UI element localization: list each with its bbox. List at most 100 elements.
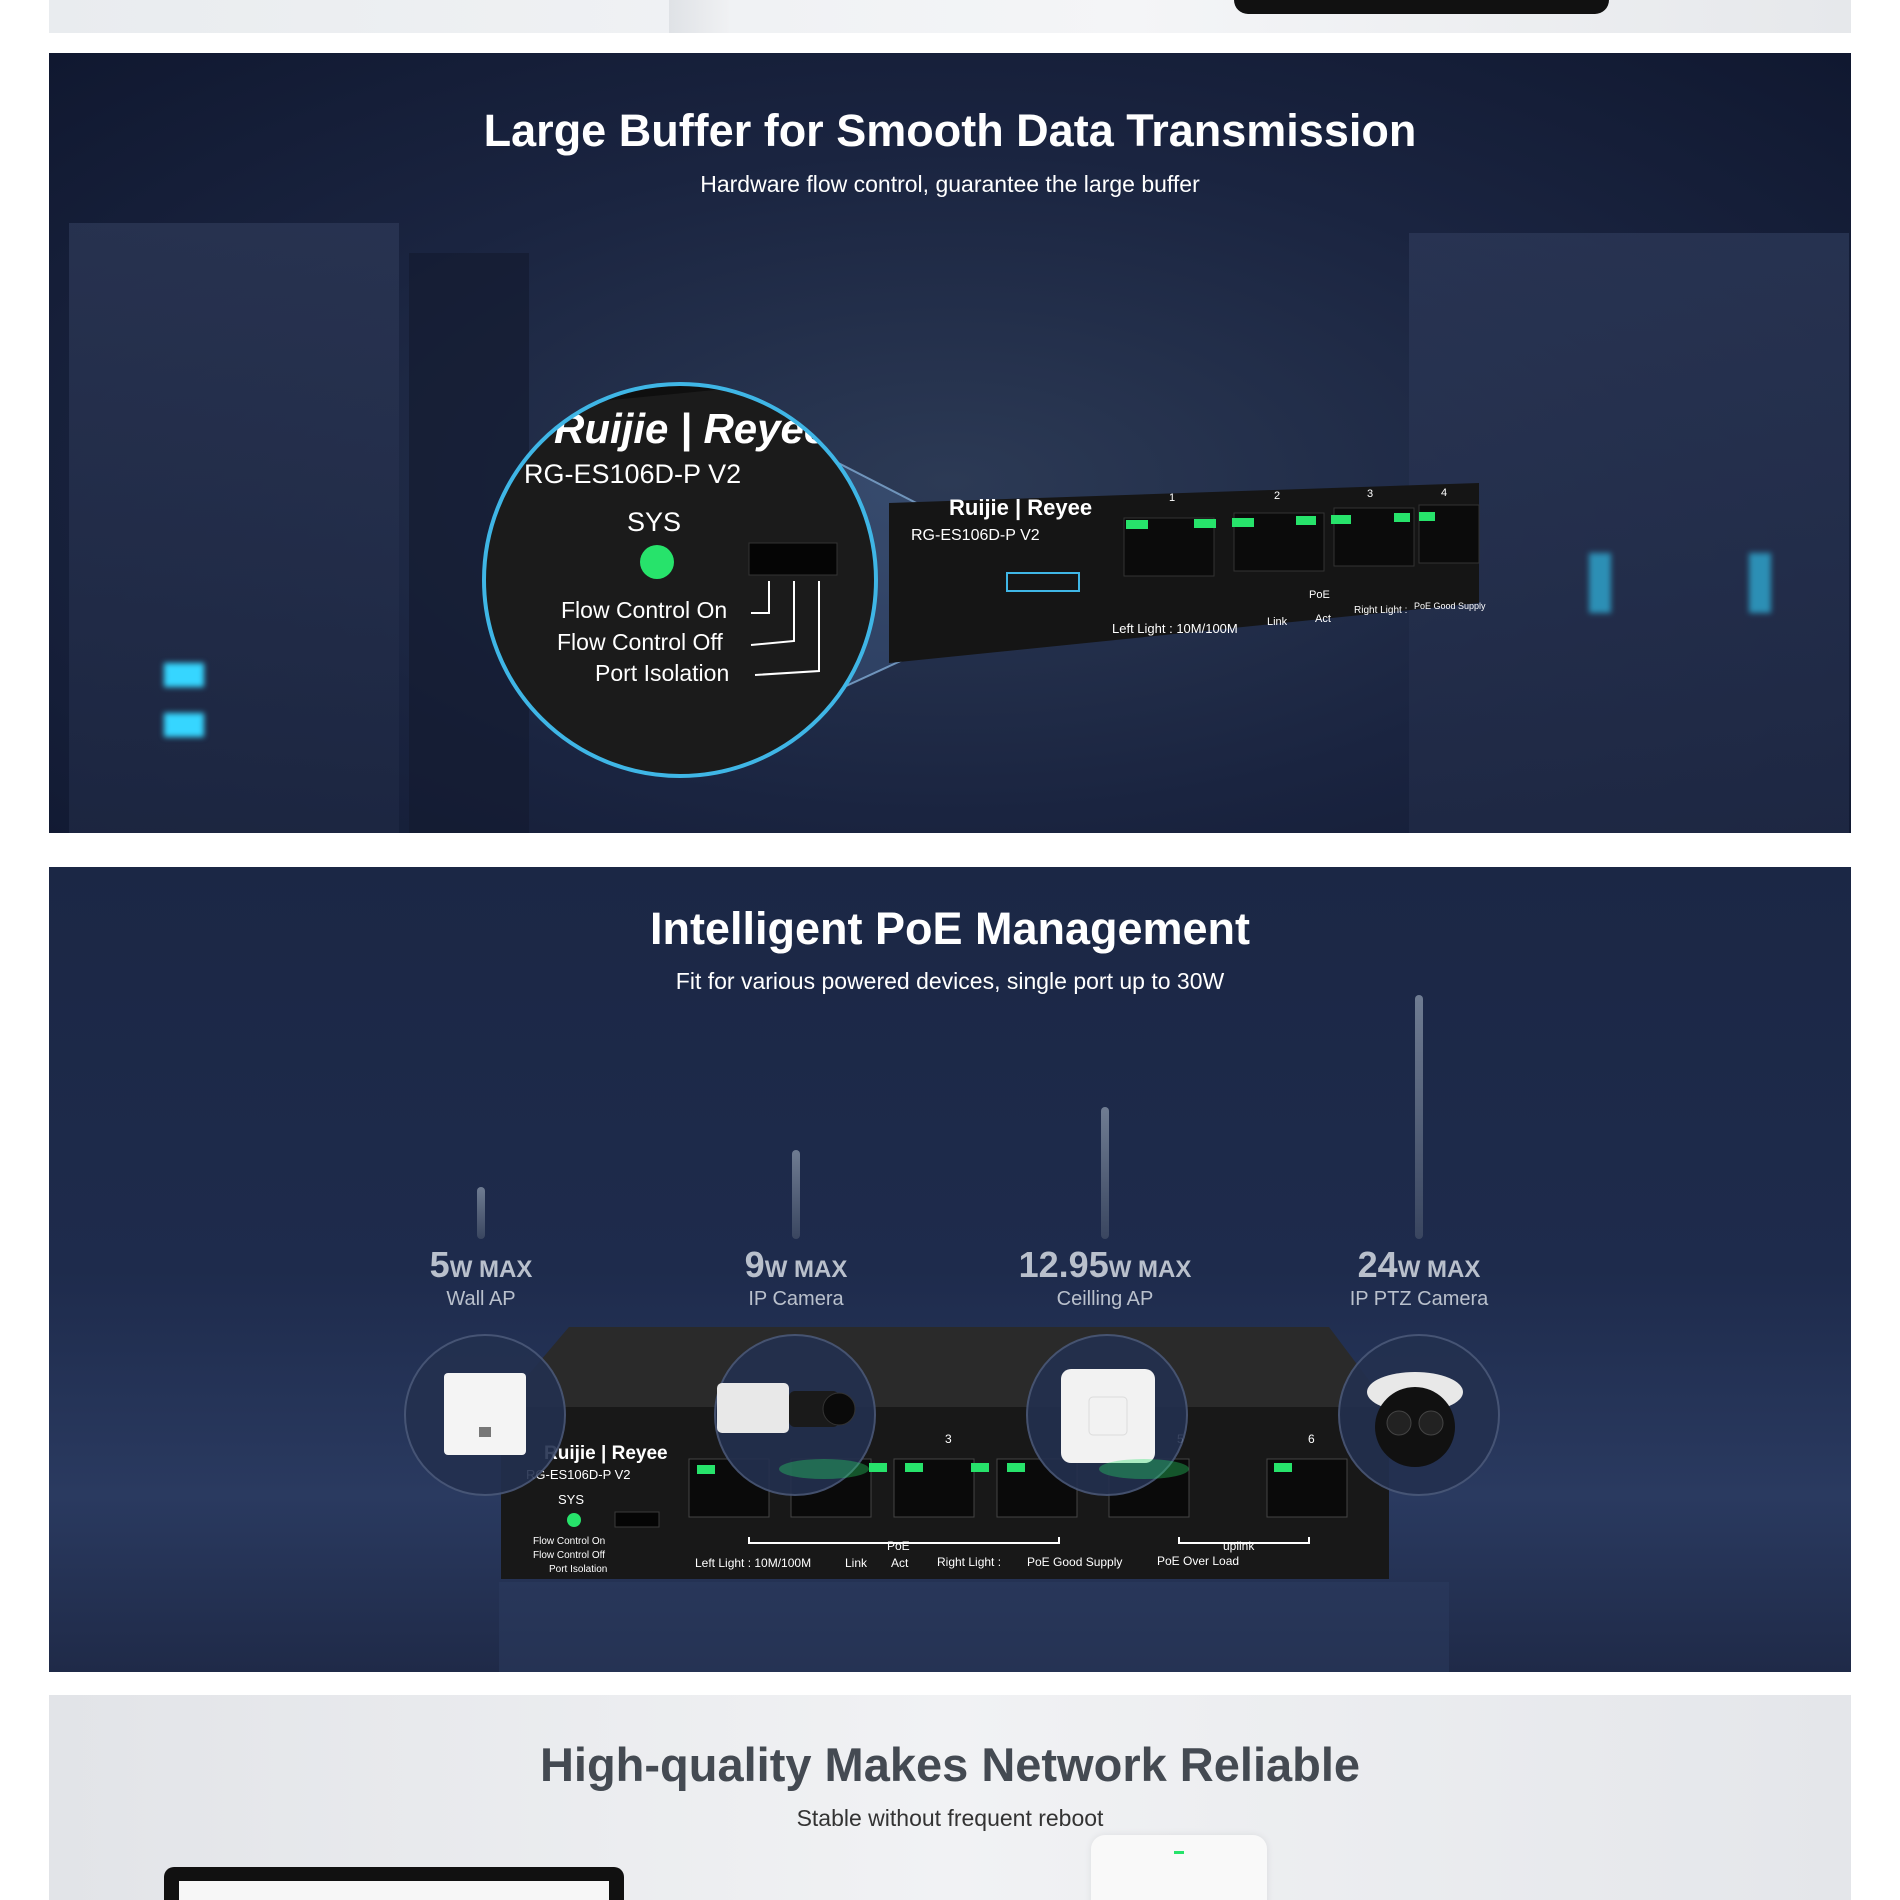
power-unit: W MAX <box>1108 1256 1192 1283</box>
uplink-bracket <box>1178 1537 1310 1544</box>
poe-label: PoE <box>887 1539 910 1553</box>
quality-section: High-quality Makes Network Reliable Stab… <box>49 1695 1851 1900</box>
sys-led <box>640 545 674 579</box>
device-name: IP Camera <box>748 1288 844 1310</box>
rack-light-3 <box>1589 553 1611 613</box>
power-bar <box>1101 1107 1109 1239</box>
port-number: 2 <box>1274 490 1280 502</box>
power-bar <box>1415 995 1423 1239</box>
power-value: 24 <box>1357 1244 1398 1285</box>
power-bar <box>792 1150 800 1239</box>
sys-led <box>567 1513 581 1527</box>
section-subtitle: Hardware flow control, guarantee the lar… <box>700 171 1200 197</box>
led-2 <box>1194 519 1216 528</box>
rack-left <box>69 223 399 833</box>
ptz-camera-device <box>1338 1334 1500 1496</box>
zoom-panel <box>484 384 876 776</box>
led-5 <box>1331 515 1351 524</box>
port-number: 6 <box>1308 1432 1315 1446</box>
device-name: IP PTZ Camera <box>1349 1288 1489 1310</box>
previous-section-strip <box>49 0 1851 33</box>
switch-flow-off: Flow Control Off <box>533 1550 605 1561</box>
act-label: Act <box>891 1556 909 1570</box>
poe-bracket <box>748 1537 1060 1544</box>
power-bar <box>477 1187 485 1239</box>
section-title: Intelligent PoE Management <box>649 903 1251 954</box>
section-title: High-quality Makes Network Reliable <box>539 1738 1361 1791</box>
zoom-dip-switch <box>748 542 838 576</box>
ptz-lens-icon <box>1418 1410 1444 1436</box>
port-number: 3 <box>1367 488 1373 500</box>
rack-light-4 <box>1749 553 1771 613</box>
rack-light-1 <box>164 663 204 687</box>
led <box>905 1463 923 1472</box>
led-3 <box>1232 518 1254 527</box>
section-subtitle: Stable without frequent reboot <box>796 1805 1104 1831</box>
uplink-label: uplink <box>1223 1539 1255 1553</box>
led-6 <box>1394 513 1410 522</box>
device-name: Wall AP <box>446 1288 516 1310</box>
power-unit: W MAX <box>1397 1256 1481 1283</box>
power-label-ip-camera: 9W MAX IP Camera <box>686 1244 906 1311</box>
led <box>869 1463 887 1472</box>
buffer-section: Large Buffer for Smooth Data Transmissio… <box>49 53 1851 833</box>
device-edge-bar <box>1234 0 1609 14</box>
camera-glass-icon <box>822 1392 856 1426</box>
leader-line <box>754 581 820 676</box>
switch-highlight <box>1006 572 1080 592</box>
rack-right <box>1409 233 1849 833</box>
floor-reflection <box>499 1582 1449 1672</box>
ceiling-ap-device <box>1026 1334 1188 1496</box>
wall-ap-icon <box>444 1373 526 1455</box>
led-glow <box>779 1459 869 1479</box>
link-label: Link <box>1267 616 1288 628</box>
power-label-wall-ap: 5W MAX Wall AP <box>371 1244 591 1311</box>
power-value: 5 <box>429 1244 450 1285</box>
led-4 <box>1296 516 1316 525</box>
switch-port-isolation: Port Isolation <box>549 1564 607 1575</box>
right-light-label: Right Light : <box>937 1555 1001 1569</box>
zoom-ring <box>482 382 878 778</box>
ptz-lens-housing-icon <box>1375 1387 1455 1467</box>
switch-brand: Ruijie | Reyee <box>544 1443 668 1464</box>
hand-shadow <box>669 0 729 33</box>
section-subtitle: Fit for various powered devices, single … <box>675 968 1225 994</box>
poe-good-label: PoE Good Supply <box>1414 601 1486 611</box>
power-label-ceiling-ap: 12.95W MAX Ceilling AP <box>995 1244 1215 1311</box>
ceiling-ap-panel-icon <box>1088 1396 1128 1436</box>
port-number: 4 <box>1441 487 1447 499</box>
leader-line <box>751 581 770 614</box>
leader-line <box>750 581 795 646</box>
laptop-display <box>179 1881 609 1900</box>
ceiling-ap-icon <box>1061 1369 1155 1463</box>
power-label-ptz-camera: 24W MAX IP PTZ Camera <box>1309 1244 1529 1311</box>
act-label: Act <box>1315 613 1331 625</box>
switch-top <box>501 1327 1389 1407</box>
port-number: 3 <box>945 1432 952 1446</box>
power-value: 12.95 <box>1018 1244 1109 1285</box>
device-brand: Ruijie | Reyee <box>949 495 1092 520</box>
left-light-label: Left Light : 10M/100M <box>1112 621 1238 636</box>
wall-ap-device <box>404 1334 566 1496</box>
led-glow <box>1099 1459 1189 1479</box>
poe-label: PoE <box>1309 589 1330 601</box>
camera-body-icon <box>717 1383 789 1433</box>
power-unit: W MAX <box>764 1256 848 1283</box>
right-light-label: Right Light : <box>1354 605 1407 616</box>
left-light-label: Left Light : 10M/100M <box>695 1556 811 1570</box>
ap-status-led <box>1174 1851 1184 1854</box>
power-unit: W MAX <box>449 1256 533 1283</box>
led <box>971 1463 989 1472</box>
zoom-brand: Ruijie | Reyee <box>554 405 827 452</box>
link-label: Link <box>845 1556 868 1570</box>
led <box>1274 1463 1292 1472</box>
led <box>697 1465 715 1474</box>
ip-camera-device <box>714 1334 876 1496</box>
power-value: 9 <box>744 1244 765 1285</box>
device-name: Ceilling AP <box>1056 1288 1154 1310</box>
poe-good-label: PoE Good Supply <box>1027 1555 1122 1569</box>
switch-sys: SYS <box>558 1492 584 1507</box>
wall-ap-port-icon <box>479 1427 491 1437</box>
zoom-flow-on: Flow Control On <box>561 597 727 623</box>
switch-model: RG-ES106D-P V2 <box>526 1467 631 1482</box>
